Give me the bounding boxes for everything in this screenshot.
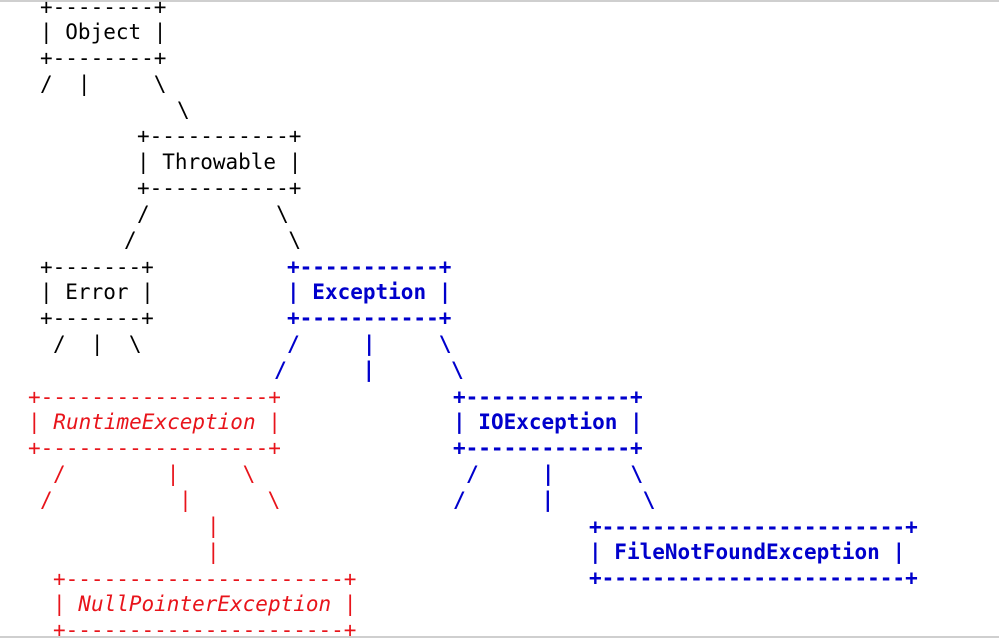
null-pointer-exception-box-bottom: +----------------------+: [53, 618, 357, 642]
object-to-throwable-connector: \: [177, 98, 190, 122]
throwable-box-top: +-----------+: [137, 124, 302, 148]
exception-branches-upper: / | \: [287, 332, 452, 356]
top-rule: [0, 0, 999, 2]
object-box-label: | Object |: [40, 20, 167, 44]
error-box-top: +-------+: [40, 255, 154, 279]
object-branches: / | \: [40, 72, 167, 96]
io-exception-label-row: | IOException |: [453, 409, 643, 435]
io-exception-box-top: +-------------+: [453, 385, 643, 409]
object-box-top: +--------+: [40, 0, 167, 19]
throwable-box-bottom: +-----------+: [137, 176, 302, 200]
io-exception-box-left-edge: |: [453, 410, 479, 434]
runtime-exception-box-right-edge: |: [255, 410, 281, 434]
file-not-found-exception-box-bottom: +------------------------+: [589, 566, 918, 590]
runtime-exception-stem-lower: |: [207, 540, 220, 564]
object-box-bottom: +--------+: [40, 46, 167, 70]
runtime-exception-branches-lower: / | \: [40, 488, 281, 512]
exception-box-top: +-----------+: [287, 255, 452, 279]
io-exception-branches-upper: / | \: [466, 462, 644, 486]
null-pointer-exception-label-row: | NullPointerException |: [53, 591, 356, 617]
io-exception-box-right-edge: |: [617, 410, 643, 434]
file-not-found-exception-box-top: +------------------------+: [589, 515, 918, 539]
file-not-found-exception-box-left-edge: |: [589, 540, 615, 564]
file-not-found-exception-box-right-edge: |: [879, 540, 906, 564]
io-exception-box-bottom: +-------------+: [453, 436, 643, 460]
exception-box-left-edge: |: [287, 280, 313, 304]
runtime-exception-label-row: | RuntimeException |: [28, 409, 281, 435]
runtime-exception-stem-upper: |: [207, 514, 220, 538]
error-branches: / | \: [53, 332, 142, 356]
null-pointer-exception-label: NullPointerException: [78, 592, 332, 616]
null-pointer-exception-box-right-edge: |: [331, 592, 357, 616]
bottom-rule: [0, 636, 999, 638]
io-exception-branches-lower: / | \: [453, 488, 656, 512]
runtime-exception-branches-upper: / | \: [53, 462, 256, 486]
exception-box-label-row: | Exception |: [287, 279, 451, 305]
exception-box-right-edge: |: [426, 280, 452, 304]
runtime-exception-box-left-edge: |: [28, 410, 54, 434]
error-box-label: | Error |: [40, 280, 154, 304]
throwable-box-label: | Throwable |: [137, 150, 302, 174]
exception-box-bottom: +-----------+: [287, 306, 452, 330]
null-pointer-exception-box-top: +----------------------+: [53, 567, 357, 591]
throwable-branches-lower: / \: [124, 228, 302, 252]
exception-branches-lower: / | \: [274, 358, 464, 382]
io-exception-label: IOException: [478, 410, 618, 434]
throwable-branches-upper: / \: [137, 202, 289, 226]
runtime-exception-box-top: +------------------+: [28, 385, 281, 409]
runtime-exception-box-bottom: +------------------+: [28, 436, 281, 460]
file-not-found-exception-label-row: | FileNotFoundException |: [589, 539, 905, 565]
runtime-exception-label: RuntimeException: [53, 410, 256, 434]
file-not-found-exception-label: FileNotFoundException: [614, 540, 880, 564]
error-box-bottom: +-------+: [40, 306, 154, 330]
null-pointer-exception-box-left-edge: |: [53, 592, 79, 616]
exception-label: Exception: [312, 280, 427, 304]
